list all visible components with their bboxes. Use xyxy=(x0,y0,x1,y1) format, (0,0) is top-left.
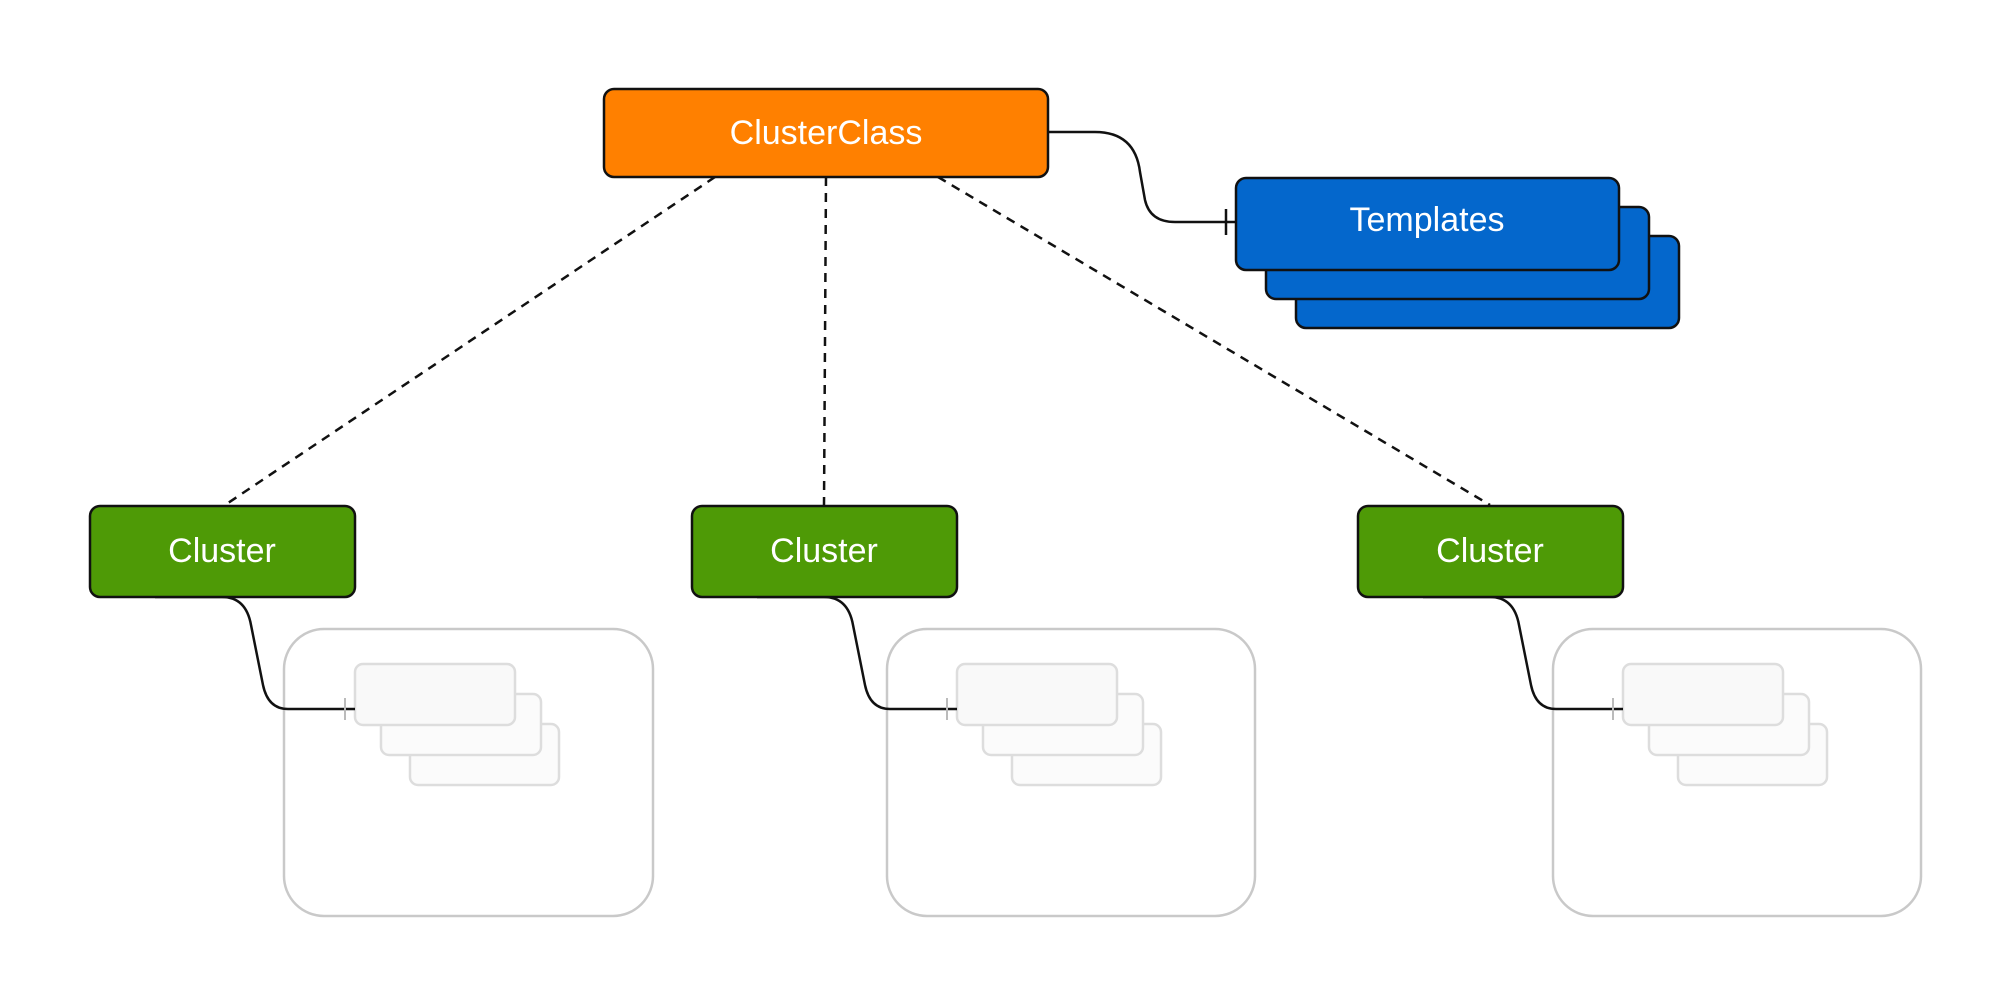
cluster-group-2: Cluster xyxy=(690,504,1257,918)
cluster-2-label: Cluster xyxy=(770,532,878,570)
cluster-group-1: Cluster xyxy=(88,504,655,918)
cluster-3-ghost-card-front xyxy=(1621,662,1785,727)
cluster-3-label: Cluster xyxy=(1436,532,1544,570)
clusterclass-label: ClusterClass xyxy=(730,114,923,152)
clusterclass-node[interactable]: ClusterClass xyxy=(602,87,1050,179)
cluster-3-ghost-container xyxy=(1551,627,1923,918)
cluster-3-box[interactable] xyxy=(1356,504,1625,599)
link-clusterclass-templates xyxy=(1048,130,1236,224)
clusterclass-cluster-links xyxy=(224,175,1491,507)
clusterclass-box xyxy=(602,87,1050,179)
templates-card-front xyxy=(1234,176,1621,272)
cluster-1-ghost-container xyxy=(282,627,655,918)
cluster-2-box[interactable] xyxy=(690,504,959,599)
cluster-2-ghost-container xyxy=(885,627,1257,918)
link-clusterclass-cluster-3 xyxy=(937,175,1491,507)
cluster-1-ghost-link xyxy=(155,595,355,711)
link-clusterclass-cluster-1 xyxy=(224,175,716,507)
cluster-group-3: Cluster xyxy=(1356,504,1923,918)
cluster-1-label: Cluster xyxy=(168,532,276,570)
cluster-1-ghost-card-front xyxy=(353,662,517,727)
cluster-2-ghost-card-front xyxy=(955,662,1119,727)
cluster-1-box[interactable] xyxy=(88,504,357,599)
cluster-2-ghost-link xyxy=(757,595,957,711)
templates-stack[interactable]: Templates xyxy=(1234,176,1681,330)
cluster-3-ghost-link xyxy=(1423,595,1623,711)
templates-label: Templates xyxy=(1350,201,1505,239)
link-clusterclass-cluster-2 xyxy=(822,176,828,506)
